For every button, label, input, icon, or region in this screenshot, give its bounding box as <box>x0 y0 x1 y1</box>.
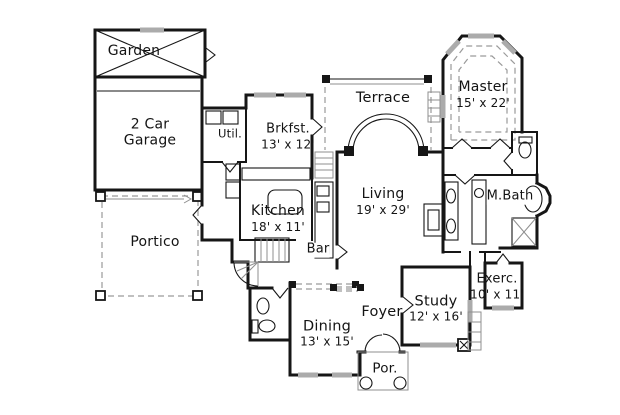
tub-bay <box>534 180 552 219</box>
terrace-steps <box>314 151 334 179</box>
master-door-swing <box>451 138 473 149</box>
fireplace-hearth <box>427 209 440 231</box>
vanity <box>444 181 459 241</box>
bar-appliance <box>316 201 330 213</box>
washer <box>205 110 222 125</box>
bar-counter-strip <box>314 151 334 259</box>
vanity-sink <box>445 188 457 204</box>
garage-room <box>93 75 204 192</box>
portico-column <box>192 290 203 301</box>
study-door-swing <box>401 295 414 315</box>
tray-ceiling <box>450 45 516 141</box>
garden-door-swing <box>205 47 216 63</box>
dining-room <box>288 281 362 378</box>
bar-appliance <box>316 185 330 197</box>
master-suite <box>440 33 538 254</box>
breakfast-kitchen <box>239 92 323 241</box>
portico-column <box>95 290 106 301</box>
front-door-swing <box>364 334 383 353</box>
dryer <box>222 110 239 125</box>
kitchen-island <box>267 189 303 215</box>
terrace-steps <box>427 91 441 123</box>
master-bath <box>442 173 552 253</box>
dining-post <box>352 281 359 288</box>
porch-column <box>393 376 407 390</box>
portico-structure <box>95 191 203 301</box>
terrace-post <box>322 75 330 83</box>
tray-ceiling-inner <box>458 55 508 133</box>
shower <box>511 217 537 247</box>
arch-pilaster <box>418 146 428 156</box>
porch-outline <box>357 351 409 391</box>
living-arch <box>347 113 425 153</box>
wc-toilet-tank <box>518 136 533 144</box>
living-arch-inner <box>352 118 420 153</box>
exercise-room <box>467 251 524 351</box>
bath-island <box>471 179 487 245</box>
powder-room <box>248 286 292 342</box>
bar-counter <box>314 181 334 259</box>
powder-toilet <box>258 319 276 333</box>
terrace-door-swing <box>311 117 323 137</box>
powder-toilet-tank <box>251 319 259 334</box>
util-door-swing <box>221 161 239 173</box>
wc-door-swing <box>503 151 513 171</box>
bathtub <box>523 185 543 213</box>
west-wing-walls <box>192 93 250 290</box>
staircase <box>233 237 290 287</box>
porch-column <box>359 376 373 390</box>
rear-stoop <box>467 311 482 351</box>
master-window-sill <box>501 39 517 55</box>
portico-column <box>95 191 106 202</box>
bar-door-swing <box>336 243 348 261</box>
exercise-door-swing <box>495 253 511 264</box>
gallery-post <box>357 284 364 291</box>
study-room <box>400 265 473 352</box>
master-window-sill <box>445 39 461 56</box>
gallery-post <box>330 284 337 291</box>
master-door-swing <box>489 138 511 149</box>
front-door-swing <box>382 333 401 353</box>
foyer-porch <box>330 284 409 391</box>
bath-island-sink <box>473 187 485 199</box>
portico-entry-door-swing <box>192 204 203 226</box>
vanity-sink <box>445 218 457 234</box>
terrace-structure <box>322 75 441 150</box>
arch-pilaster <box>344 146 354 156</box>
powder-sink <box>256 297 270 315</box>
walkway-arrowhead <box>183 194 193 204</box>
hall-closet <box>225 181 241 199</box>
bar-appliance <box>316 243 330 255</box>
living-room <box>335 113 445 270</box>
dining-post <box>289 281 296 288</box>
wc-toilet <box>518 141 532 159</box>
powder-door-swing <box>271 287 289 299</box>
fireplace <box>423 203 444 237</box>
mbath-door-swing <box>454 174 476 185</box>
garden-room <box>93 27 216 79</box>
pantry-closet <box>225 163 241 181</box>
terrace-post <box>424 75 432 83</box>
kitchen-counter <box>241 167 311 181</box>
